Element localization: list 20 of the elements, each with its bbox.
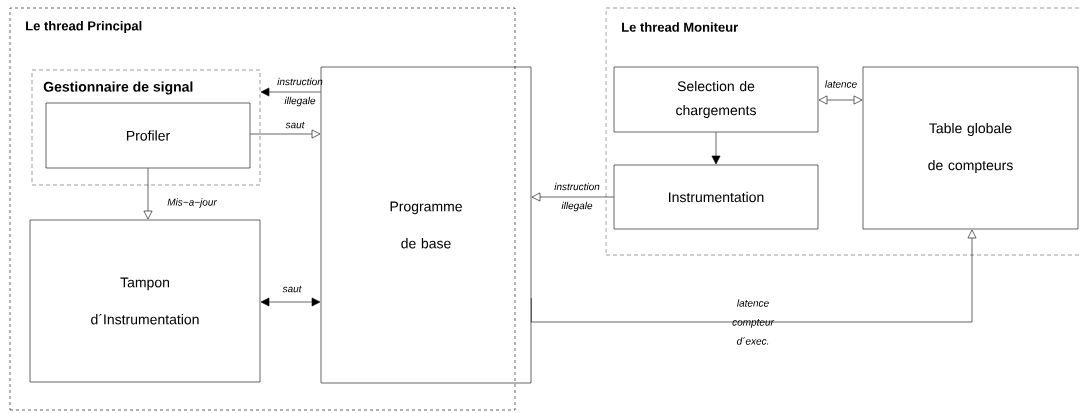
edge-label: latence: [825, 80, 857, 88]
arrow: [260, 87, 321, 97]
process-box: Selection de chargements: [613, 66, 819, 133]
process-box: Instrumentation: [613, 164, 819, 230]
edge-label: instruction illegale: [277, 77, 323, 107]
edge-label: Mis−a−jour: [167, 198, 218, 208]
arrow: [143, 168, 153, 220]
arrow: [260, 297, 321, 307]
edge-label: latence compteur d´exec.: [732, 299, 775, 345]
arrow: [818, 95, 863, 105]
process-box: Tampon d´Instrumentation: [29, 219, 261, 383]
edge-label: saut: [285, 121, 305, 129]
edge-label: instruction illegale: [554, 182, 600, 212]
arrow: [711, 132, 721, 165]
arrow: [531, 192, 614, 202]
arrow: [250, 129, 321, 139]
process-box: Table globale de compteurs: [862, 66, 1079, 230]
process-box: Profiler: [45, 102, 251, 169]
edge-label: saut: [282, 285, 302, 293]
arrow: [531, 229, 977, 323]
